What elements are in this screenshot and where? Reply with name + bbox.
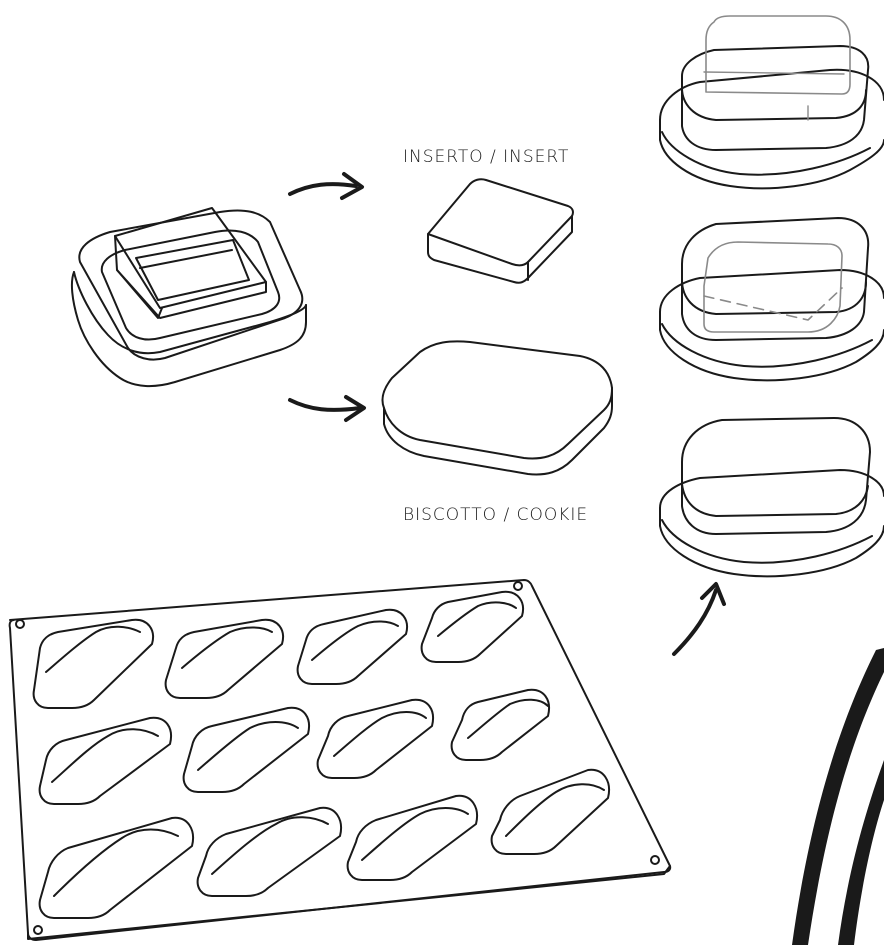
tray-cavity [184, 708, 309, 792]
curved-arrow-icon-cookie [290, 397, 364, 420]
cookie-disk [382, 341, 612, 474]
insert-block [428, 179, 573, 283]
insert-label: INSERTO / INSERT [403, 147, 569, 167]
cake-stage-2 [660, 218, 884, 380]
cookie-label: BISCOTTO / COOKIE [403, 505, 588, 525]
tray-cavity [40, 718, 171, 804]
curved-arrow-icon-insert [290, 174, 362, 198]
tray-cavity [34, 620, 153, 708]
tray-cavity [166, 620, 283, 698]
tray-cavity [452, 690, 549, 760]
cake-stage-3 [660, 418, 884, 576]
tray-cavity [198, 808, 341, 896]
silicone-mould-tray [10, 580, 671, 940]
tray-cavity [298, 610, 407, 684]
decorative-swoosh [792, 648, 884, 945]
cake-stage-1 [660, 16, 884, 188]
tray-cavity [348, 796, 477, 880]
curved-arrow-icon-up [674, 584, 724, 654]
ring-mould-with-base [72, 208, 306, 386]
tray-cavity [40, 818, 193, 918]
tray-cavity [492, 770, 609, 854]
tray-cavity [422, 592, 523, 662]
tray-cavity [318, 700, 433, 778]
